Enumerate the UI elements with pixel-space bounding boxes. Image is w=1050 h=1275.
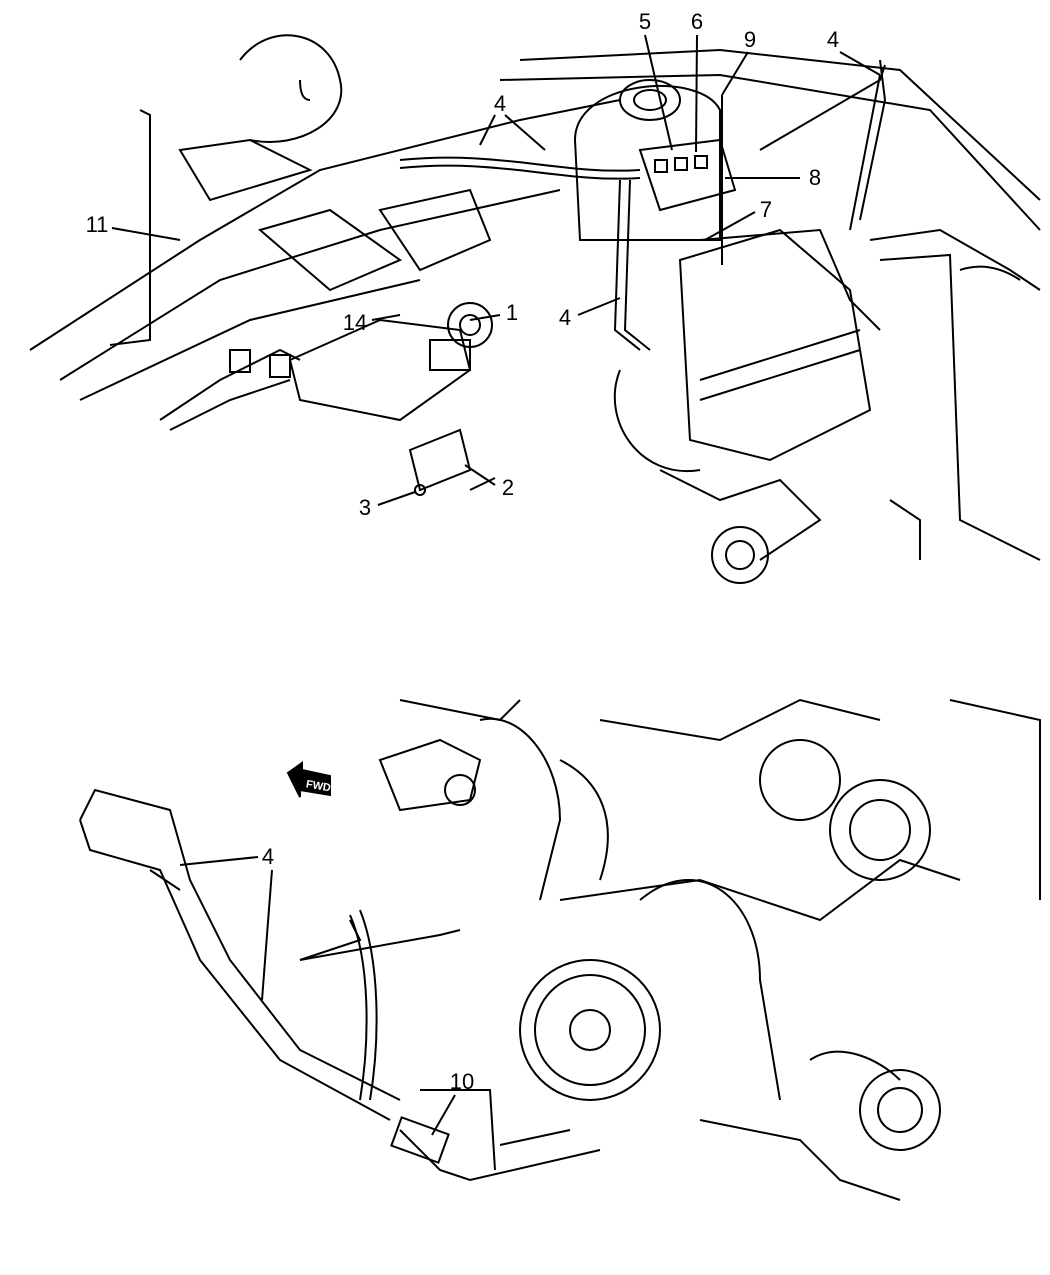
- callout-2: 2: [501, 475, 515, 500]
- callout-4: 4: [826, 27, 840, 52]
- callout-7: 7: [759, 197, 773, 222]
- engine-bottom-illustration: [79, 698, 1041, 1201]
- callout-14: 14: [342, 310, 368, 335]
- callout-11: 11: [85, 212, 109, 237]
- callout-5: 5: [638, 9, 652, 34]
- engine-bay-top-illustration: [29, 34, 1041, 584]
- callout-6: 6: [690, 9, 704, 34]
- callout-4: 4: [261, 844, 275, 869]
- leader-lines: [111, 34, 881, 1136]
- callout-4: 4: [493, 91, 507, 116]
- callout-4: 4: [558, 305, 572, 330]
- fwd-arrow-icon: [286, 761, 331, 798]
- callout-9: 9: [743, 27, 757, 52]
- callout-3: 3: [358, 495, 372, 520]
- callout-1: 1: [505, 300, 519, 325]
- callout-10: 10: [449, 1069, 475, 1094]
- fwd-arrow-label: FWD: [305, 778, 332, 794]
- callout-8: 8: [808, 165, 822, 190]
